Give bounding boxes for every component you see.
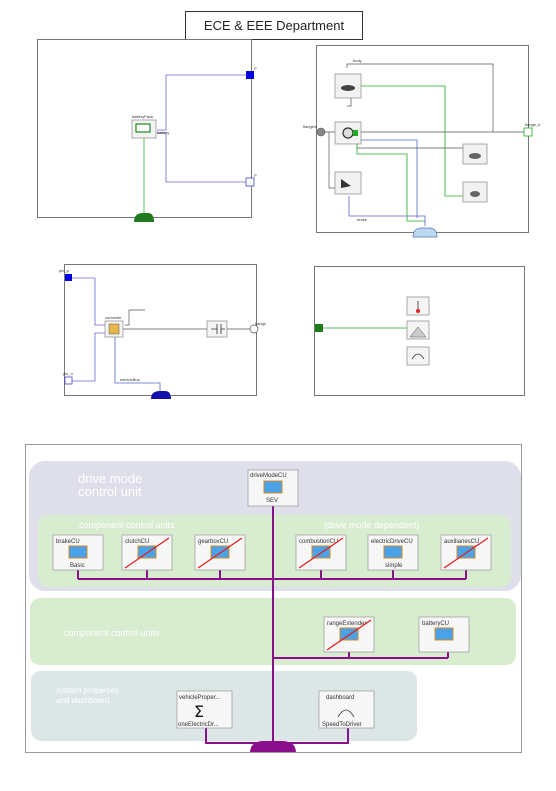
disabled-cross-icon — [197, 537, 243, 569]
clutchcu-block[interactable]: clutchCU — [121, 534, 173, 571]
unit-name: combustionCU — [299, 539, 338, 545]
wheel-icon — [342, 127, 354, 139]
green-flange-icon — [353, 130, 358, 136]
diagram-battery-panel: P P batteryPack battery — [37, 39, 257, 222]
port-p-positive[interactable] — [246, 71, 254, 79]
gauge-icon — [411, 353, 425, 360]
unit-name: rangeExtender — [327, 621, 366, 627]
disabled-cross-icon — [443, 537, 489, 569]
chip-icon — [311, 545, 331, 559]
gearboxcu-block[interactable]: gearboxCU — [194, 534, 246, 571]
body-label: body — [353, 58, 362, 63]
diagram-drivetrain-panel: body flangeIn flange_b brake — [303, 45, 541, 238]
electricdrivecu-block[interactable]: electricDriveCU simple — [367, 534, 419, 571]
converter-label: converter — [105, 315, 122, 320]
system-title-2: and dashboard — [56, 696, 109, 705]
port-pin-p[interactable] — [65, 274, 72, 281]
flange-port[interactable] — [249, 324, 259, 334]
gauge-icon — [337, 709, 355, 718]
battery-icon — [135, 123, 151, 133]
page-title: ECE & EEE Department — [185, 11, 363, 40]
dashboard-name: dashboard — [326, 695, 354, 701]
unit-name: gearboxCU — [198, 539, 228, 545]
unit-name: electricDriveCU — [371, 539, 413, 545]
power-split-icon — [470, 191, 480, 197]
bus-connector-icon[interactable] — [250, 741, 296, 752]
unit-name: auxiliariesCU — [444, 539, 479, 545]
rangeextender-block[interactable]: rangeExtender — [323, 616, 375, 653]
unit-sub: simple — [385, 563, 403, 569]
control-units-panel: drive mode control unit component contro… — [25, 444, 522, 753]
port-bottom-label: P — [254, 173, 257, 178]
battery-block-sub: battery — [157, 130, 169, 135]
bus-connector-icon[interactable] — [412, 227, 438, 238]
unit-name: clutchCU — [125, 539, 149, 545]
brake-label: brake — [357, 217, 368, 222]
disabled-cross-icon — [124, 537, 170, 569]
brakecu-block[interactable]: brakeCU Basic — [52, 534, 104, 571]
bus-connector-icon[interactable] — [151, 391, 171, 399]
component-title-2: component control units — [64, 628, 160, 638]
flange-label: flange — [255, 321, 267, 326]
brake-block[interactable] — [334, 171, 362, 195]
drive-mode-cu-sub: SEV — [266, 498, 278, 504]
car-icon — [341, 85, 355, 91]
chip-icon — [210, 545, 230, 559]
port-pin-n[interactable] — [64, 376, 73, 385]
unit-name: batteryCU — [422, 621, 449, 627]
component-title: component control units — [79, 520, 175, 530]
gearbox-icon — [469, 153, 481, 159]
sum-icon: Σ — [194, 702, 204, 721]
flange-in-label: flangeIn — [303, 124, 317, 129]
drive-mode-cu-block[interactable]: driveModeCU SEV — [247, 469, 299, 507]
port-p-negative[interactable] — [245, 177, 255, 187]
vehicle-props-sub: oneElectricDr... — [178, 722, 219, 728]
diagram-sensors-panel: flangeIn — [314, 266, 525, 396]
port-top-label: P — [254, 66, 257, 71]
unit-sub: Basic — [70, 563, 85, 569]
chip-icon — [339, 627, 359, 641]
disabled-cross-icon — [326, 619, 372, 651]
bus-label: electricBus — [120, 377, 140, 382]
flange-b-port[interactable] — [523, 127, 533, 137]
auxiliariescu-block[interactable]: auxiliariesCU — [440, 534, 492, 571]
batterycu-block[interactable]: batteryCU — [418, 616, 470, 653]
dashboard-block[interactable]: dashboard SpeedToDriver — [318, 690, 375, 729]
clutch-icon — [211, 324, 225, 334]
disabled-cross-icon — [298, 537, 344, 569]
chip-icon — [383, 545, 403, 559]
dashboard-block[interactable] — [406, 346, 430, 366]
battery-block-name: batteryPack — [132, 114, 153, 119]
converter-icon — [108, 323, 120, 335]
dashboard-sub: SpeedToDriver — [322, 722, 362, 728]
chip-icon — [263, 480, 283, 494]
unit-name: brakeCU — [56, 539, 80, 545]
thermometer-icon — [416, 309, 420, 313]
chip-icon — [456, 545, 476, 559]
chip-icon — [137, 545, 157, 559]
flange-in-port[interactable] — [316, 127, 326, 137]
pin-n-label: pin_n — [63, 371, 73, 376]
vehicle-properties-block[interactable]: vehicleProper... Σ oneElectricDr... — [176, 690, 233, 729]
drive-mode-title-2: control unit — [78, 484, 142, 499]
brake-icon — [341, 179, 351, 188]
drive-mode-cu-name: driveModeCU — [250, 473, 287, 479]
diagram-converter-panel: pin_p pin_n converter flange electricBus — [59, 264, 267, 399]
system-title-1: system properties — [56, 686, 119, 695]
pin-p-label: pin_p — [59, 268, 70, 273]
flange-in-port[interactable] — [315, 324, 323, 332]
combustioncu-block[interactable]: combustionCU — [295, 534, 347, 571]
drive-mode-title-1: drive mode — [78, 471, 142, 486]
flange-b-label: flange_b — [525, 122, 541, 127]
mountain-icon — [409, 326, 427, 338]
chip-icon — [68, 545, 88, 559]
vehicle-props-name: vehicleProper... — [179, 695, 221, 701]
chip-icon — [434, 627, 454, 641]
drive-mode-dependent-label: (drive mode dependent) — [324, 520, 420, 530]
component-units-row-2: rangeExtender batteryCU — [323, 616, 470, 653]
bus-connector-icon[interactable] — [134, 213, 154, 222]
component-units-row: brakeCU Basic clutchCU gearboxCU combustionC… — [52, 534, 492, 571]
